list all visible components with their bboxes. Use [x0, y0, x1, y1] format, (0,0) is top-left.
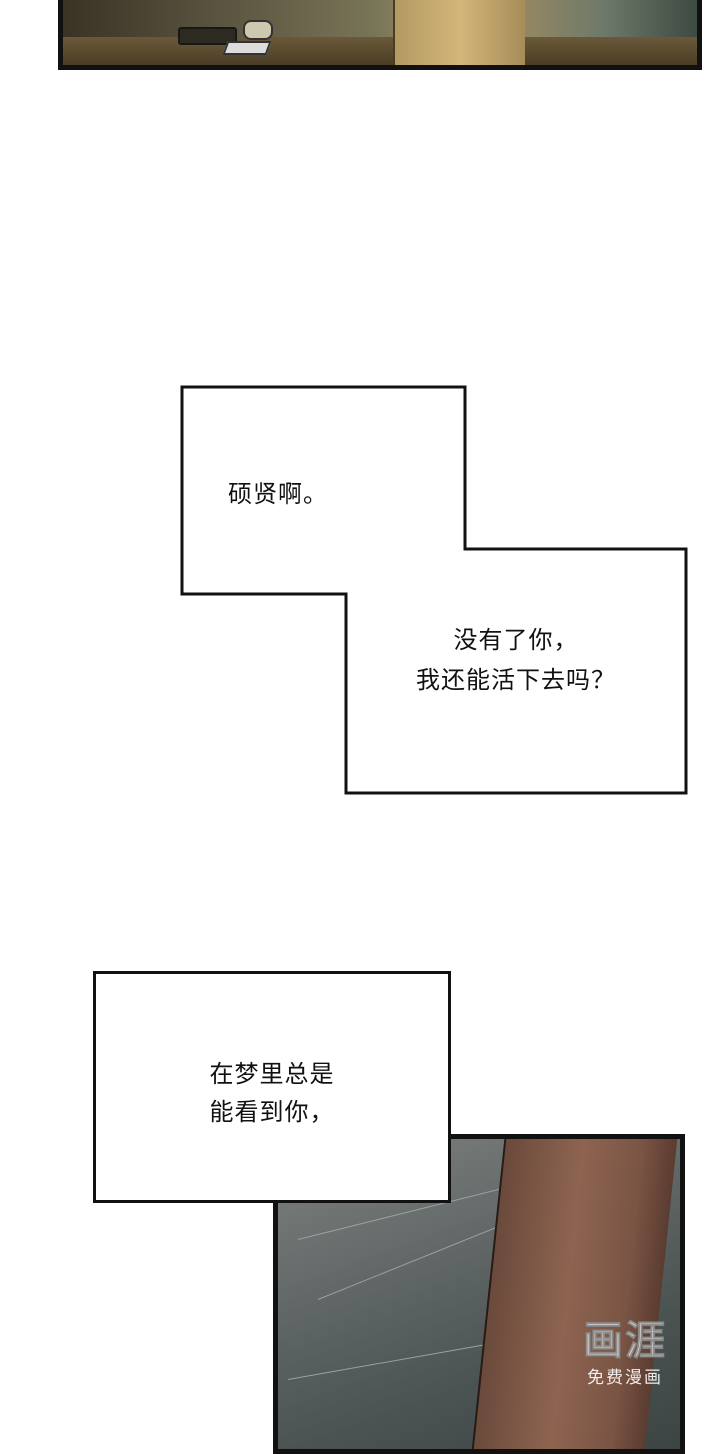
dialogue-line: 能看到你，	[209, 1098, 335, 1126]
speech-bubble-2: 在梦里总是 能看到你，	[93, 971, 451, 1203]
cup	[243, 20, 273, 40]
watermark-logo: 画涯 免费漫画	[566, 1316, 684, 1390]
dialogue-line: 硕贤啊。	[228, 480, 328, 508]
character-arm	[469, 1139, 679, 1449]
watermark-subtitle: 免费漫画	[587, 1368, 663, 1388]
desk	[63, 37, 697, 65]
watermark-title: 画涯	[583, 1318, 667, 1365]
sheet-crease	[287, 1344, 486, 1380]
character-hair	[393, 0, 525, 65]
speech-bubble-outline	[180, 385, 688, 795]
dialogue-line: 没有了你，	[453, 626, 579, 654]
dialogue-line: 我还能活下去吗？	[416, 666, 616, 694]
tray	[178, 27, 237, 45]
dialogue-line: 在梦里总是	[209, 1060, 335, 1088]
comic-panel-room	[58, 0, 702, 70]
